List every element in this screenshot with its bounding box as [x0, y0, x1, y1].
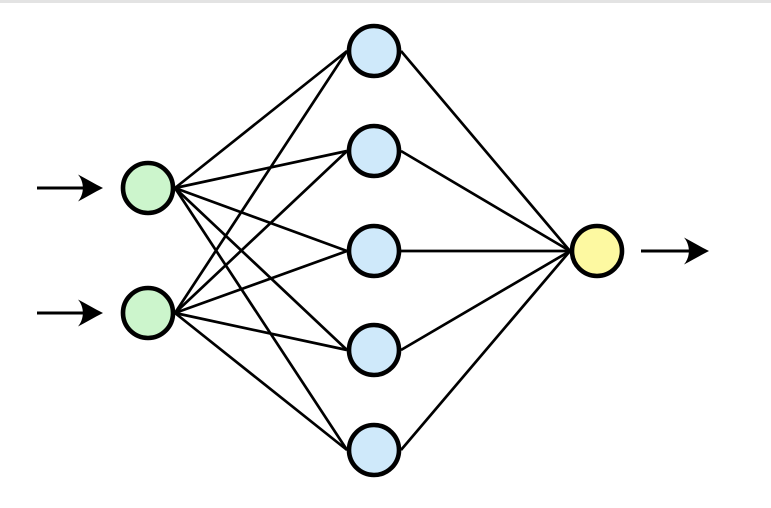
input-node [120, 160, 176, 216]
edge-input-layer-to-hidden-layer [174, 311, 348, 452]
edge-hidden-layer-to-output-layer [399, 250, 572, 451]
edge-hidden-layer-to-output-layer [400, 249, 571, 352]
hidden-node [346, 123, 402, 179]
edge-input-layer-to-hidden-layer [174, 49, 348, 190]
edge-hidden-layer-to-output-layer [399, 50, 572, 252]
output-node [569, 223, 625, 279]
hidden-node [346, 322, 402, 378]
edge-input-layer-to-hidden-layer [173, 187, 349, 451]
input-node [120, 285, 176, 341]
edge-input-layer-to-hidden-layer [174, 311, 348, 352]
hidden-node [346, 422, 402, 478]
top-border-strip [0, 0, 771, 3]
edge-input-layer-to-hidden-layer [174, 186, 348, 253]
edge-input-layer-to-hidden-layer [174, 249, 348, 315]
input-arrow-1-head [78, 174, 103, 202]
edge-input-layer-to-hidden-layer [173, 50, 349, 314]
edge-input-layer-to-hidden-layer [174, 187, 348, 351]
input-arrow-2-head [78, 299, 103, 327]
edge-input-layer-to-hidden-layer [174, 149, 348, 190]
edge-hidden-layer-to-output-layer [400, 149, 571, 253]
hidden-node [346, 23, 402, 79]
output-arrow-head [684, 237, 709, 265]
edge-input-layer-to-hidden-layer [174, 150, 348, 314]
hidden-node [346, 223, 402, 279]
